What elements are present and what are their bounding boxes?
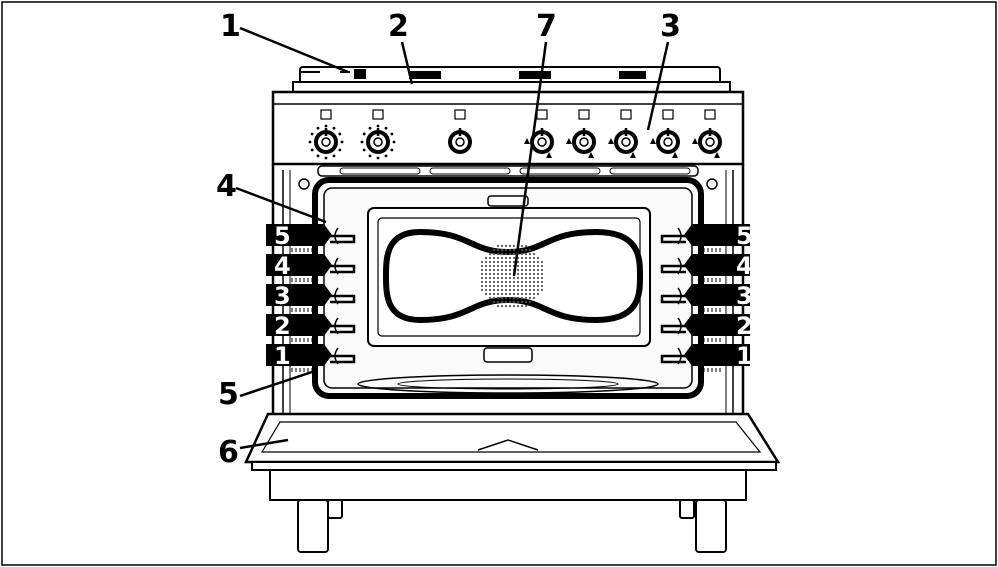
shelf-level-label: 4 bbox=[274, 252, 291, 280]
callout-2: 2 bbox=[388, 9, 409, 44]
callout-6: 6 bbox=[218, 435, 239, 470]
base-and-feet bbox=[269, 469, 747, 553]
cooktop bbox=[292, 66, 731, 93]
knob-timer bbox=[308, 109, 344, 160]
shelf-level-badge: 3 bbox=[684, 282, 753, 312]
shelf-level-label: 1 bbox=[274, 342, 291, 370]
knob-burner-rear-right bbox=[650, 109, 680, 158]
oven-cavity bbox=[312, 177, 704, 399]
leader-lines bbox=[235, 26, 670, 450]
shelf-level-badge: 1 bbox=[266, 342, 332, 372]
shelf-level-badge: 2 bbox=[684, 312, 753, 342]
shelf-level-badge: 5 bbox=[684, 222, 753, 252]
shelf-level-label: 5 bbox=[736, 222, 753, 250]
oven-door bbox=[244, 412, 781, 471]
shelf-level-badge: 5 bbox=[266, 222, 332, 252]
knob-burner-center bbox=[608, 109, 638, 158]
shelf-level-badge: 2 bbox=[266, 312, 332, 342]
shelf-level-badge: 4 bbox=[684, 252, 753, 282]
shelf-level-label: 1 bbox=[736, 342, 753, 370]
shelf-level-badge: 3 bbox=[266, 282, 332, 312]
callout-4: 4 bbox=[216, 169, 237, 204]
control-panel bbox=[271, 90, 745, 166]
circular-heating-element bbox=[382, 228, 644, 324]
shelf-level-label: 5 bbox=[274, 222, 291, 250]
shelf-level-label: 2 bbox=[736, 312, 753, 340]
shelf-level-label: 3 bbox=[736, 282, 753, 310]
shelf-rails bbox=[330, 227, 686, 365]
shelf-level-label: 4 bbox=[736, 252, 753, 280]
control-knobs bbox=[308, 109, 722, 160]
shelf-level-label: 3 bbox=[274, 282, 291, 310]
knob-thermostat bbox=[360, 109, 396, 160]
callout-1: 1 bbox=[220, 9, 241, 44]
callout-7: 7 bbox=[536, 9, 557, 44]
callout-labels: 1 2 7 3 4 5 6 bbox=[216, 9, 681, 470]
knob-burner-front-left bbox=[566, 109, 596, 158]
knob-oven-function bbox=[448, 109, 472, 154]
knob-burner-front-right bbox=[692, 109, 722, 158]
shelf-level-badge: 4 bbox=[266, 252, 332, 282]
shelf-level-badge: 1 bbox=[684, 342, 753, 372]
shelf-level-label: 2 bbox=[274, 312, 291, 340]
callout-5: 5 bbox=[218, 377, 239, 412]
callout-3: 3 bbox=[660, 9, 681, 44]
